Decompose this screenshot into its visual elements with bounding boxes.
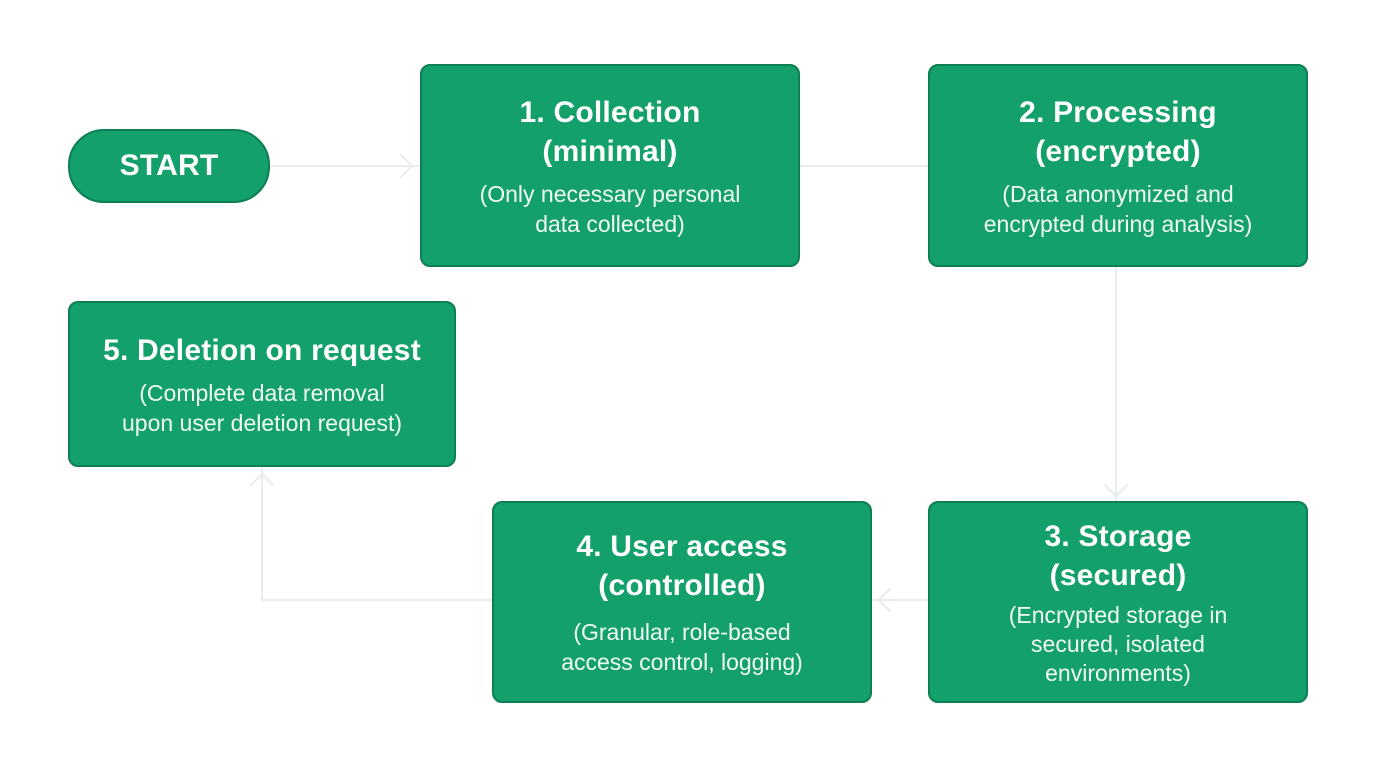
user-access-description: (Granular, role-based access control, lo… (561, 619, 803, 675)
connector-user-access-to-deletion (261, 467, 493, 601)
arrowhead-processing-to-storage (1104, 484, 1128, 498)
deletion-title: 5. Deletion on request (103, 333, 421, 367)
storage-step: 3. Storage (secured) (Encrypted storage … (928, 501, 1308, 703)
deletion-step: 5. Deletion on request (Complete data re… (68, 301, 456, 467)
processing-description: (Data anonymized and encrypted during an… (983, 180, 1253, 237)
collection-title: 1. Collection (minimal) (519, 95, 701, 168)
storage-title: 3. Storage (secured) (1044, 519, 1192, 592)
start-node: START (68, 129, 270, 203)
deletion-description: (Complete data removal upon user deletio… (121, 379, 403, 436)
collection-description: (Only necessary personal data collected) (479, 180, 741, 237)
user-access-title: 4. User access (controlled) (576, 530, 788, 602)
start-label: START (119, 149, 219, 182)
arrowhead-start-to-collection (400, 154, 414, 178)
processing-title: 2. Processing (encrypted) (1019, 95, 1217, 168)
arrowhead-storage-to-user-access (877, 588, 891, 612)
collection-step: 1. Collection (minimal) (Only necessary … (420, 64, 800, 267)
storage-description: (Encrypted storage in secured, isolated … (1008, 601, 1228, 686)
user-access-step: 4. User access (controlled) (Granular, r… (492, 501, 872, 703)
processing-step: 2. Processing (encrypted) (Data anonymiz… (928, 64, 1308, 267)
arrowhead-user-access-to-deletion (250, 472, 274, 486)
